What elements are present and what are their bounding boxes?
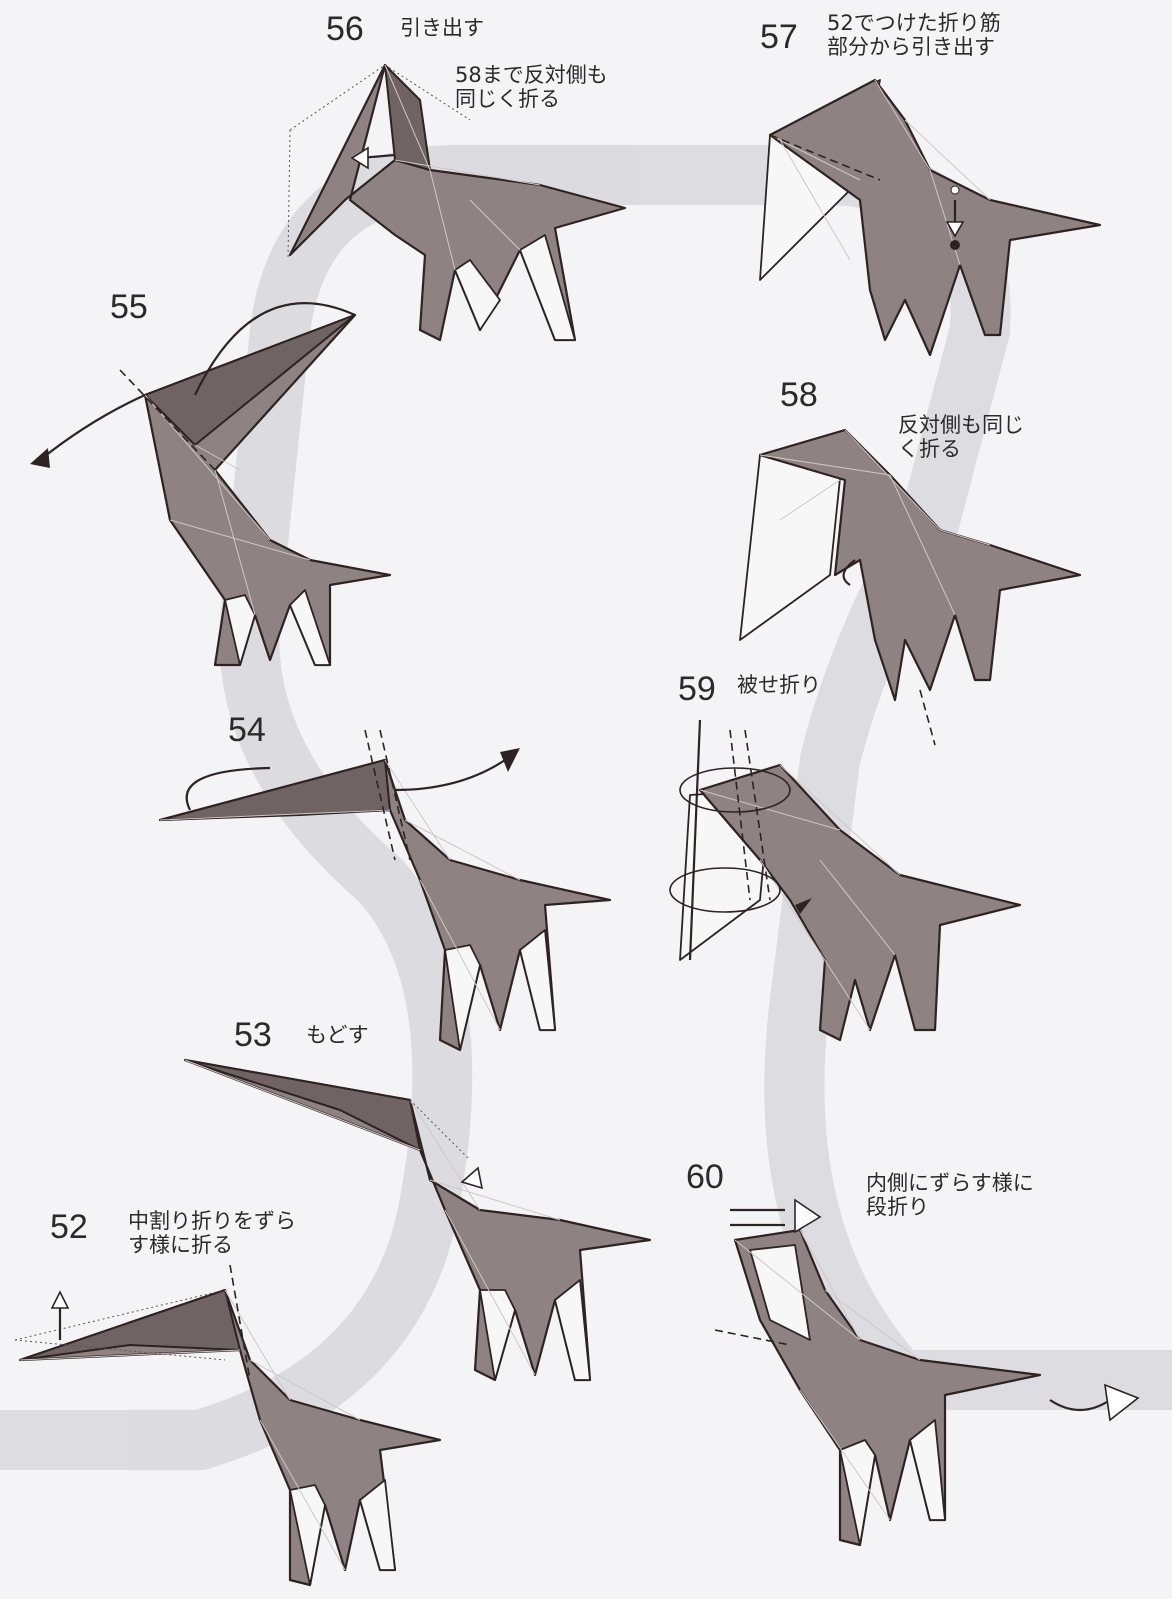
step-59-number: 59 [678,670,716,708]
step-56-number: 56 [326,10,364,48]
step-58-figure [739,428,1082,746]
step-57-number: 57 [760,18,798,56]
step-59-caption: 被せ折り [737,673,821,697]
step-60-caption: 内側にずらす様に 段折り [866,1171,1034,1219]
step-52-caption: 中割り折りをずら す様に折る [128,1209,296,1257]
step-56-caption: 引き出す [400,16,484,40]
step-53-figure [183,1058,652,1382]
step-54-number: 54 [228,711,266,749]
step-56-note: 58まで反対側も 同じく折る [455,63,608,111]
step-58-number: 58 [780,376,818,414]
step-57-figure [759,78,1102,357]
step-58-caption: 反対側も同じ く折る [898,413,1024,461]
step-55-figure [30,302,392,667]
step-53-number: 53 [234,1016,272,1054]
step-60-figure [714,1198,1140,1547]
step-57-caption: 52でつけた折り筋 部分から引き出す [827,11,1001,59]
step-55-number: 55 [110,288,148,326]
step-52-number: 52 [50,1208,88,1246]
step-56-figure [287,63,627,342]
step-54-figure [158,729,612,1052]
step-52-figure [14,1264,442,1587]
step-59-figure [669,719,1022,1042]
step-60-number: 60 [686,1158,724,1196]
step-53-caption: もどす [306,1023,369,1047]
